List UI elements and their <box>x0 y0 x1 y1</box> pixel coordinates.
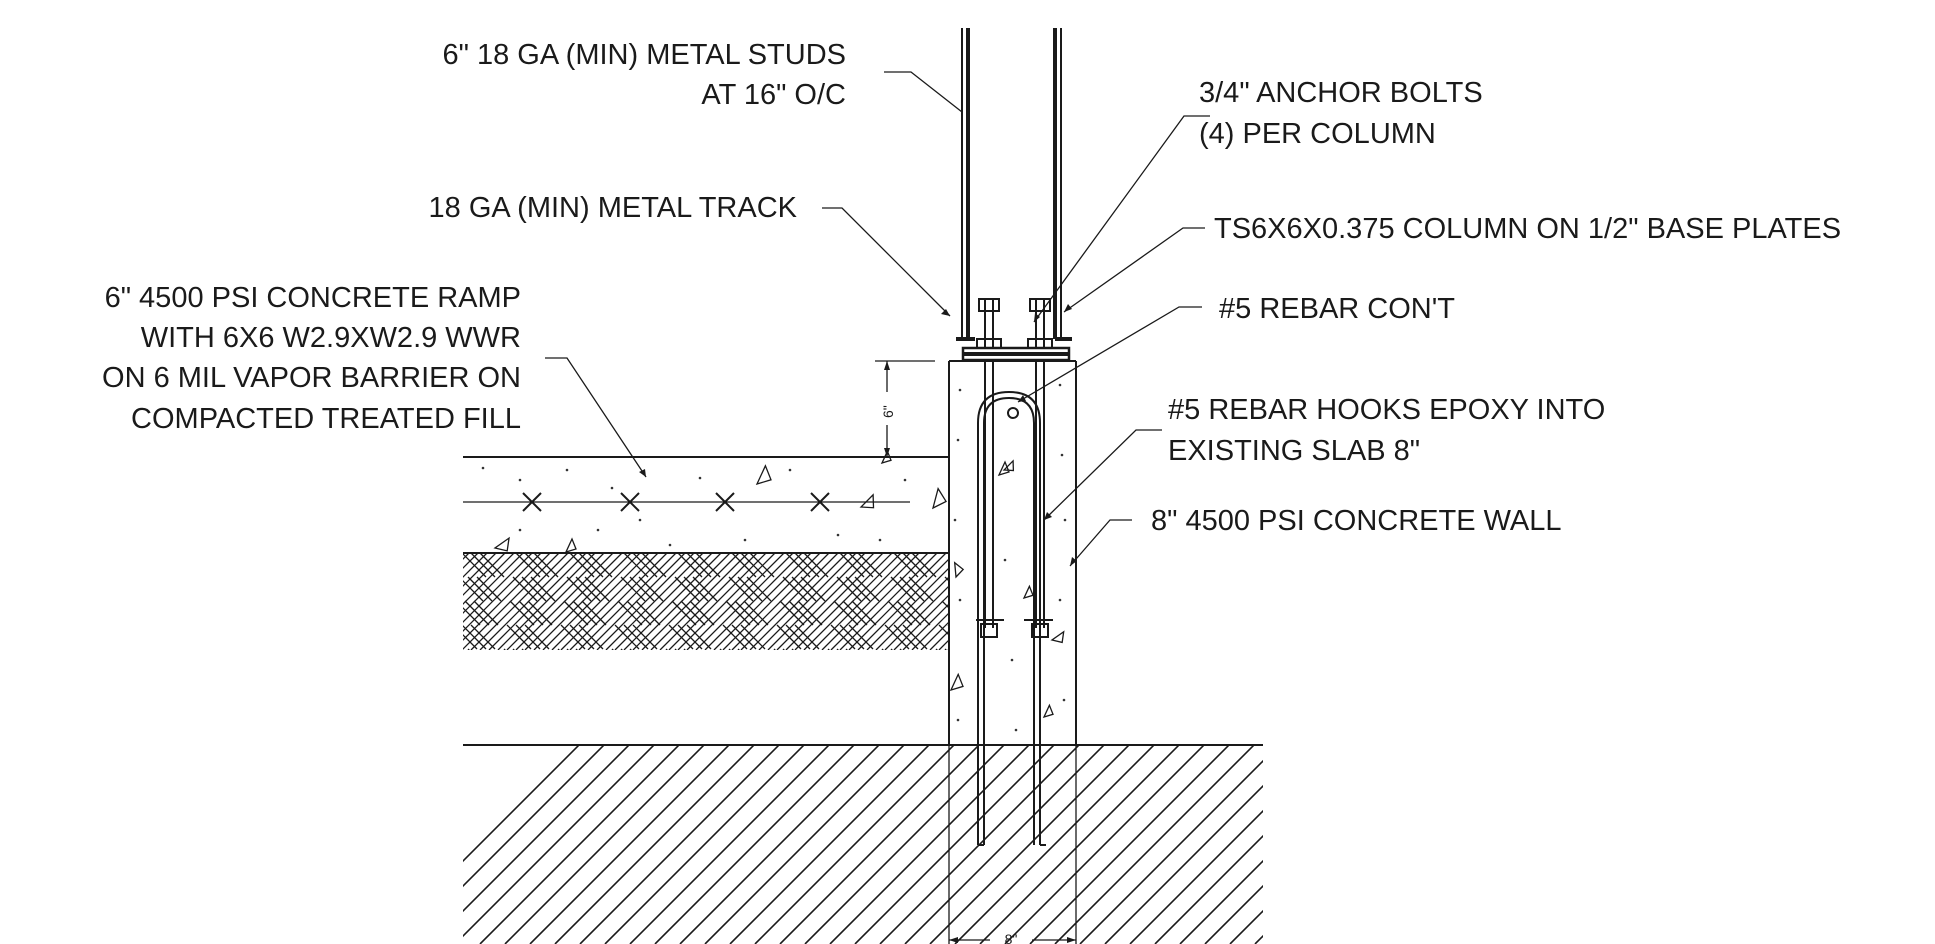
concrete-ramp-slab <box>463 449 949 554</box>
label-metal-studs-line2: AT 16" O/C <box>701 79 846 111</box>
label-anchor-bolts-line1: 3/4" ANCHOR BOLTS <box>1199 77 1483 109</box>
wwr-reinforcement <box>463 492 910 512</box>
callouts: 6" 18 GA (MIN) METAL STUDS AT 16" O/C 18… <box>102 39 1841 537</box>
label-rebar-hooks-line2: EXISTING SLAB 8" <box>1168 435 1420 467</box>
existing-soil <box>463 744 1263 944</box>
dimension-ramp-height-label: 6" <box>880 405 896 418</box>
leader-lines <box>545 71 1210 567</box>
label-ramp-line1: 6" 4500 PSI CONCRETE RAMP <box>105 282 521 314</box>
compacted-fill <box>463 553 949 650</box>
label-ramp-line2: WITH 6X6 W2.9XW2.9 WWR <box>141 322 521 354</box>
base-plate <box>961 346 1071 362</box>
label-metal-studs-line1: 6" 18 GA (MIN) METAL STUDS <box>443 39 846 71</box>
label-ramp-line3: ON 6 MIL VAPOR BARRIER ON <box>102 362 521 394</box>
label-anchor-bolts-line2: (4) PER COLUMN <box>1199 118 1436 150</box>
dimension-ramp-height: 6" <box>875 360 935 457</box>
rebar-continuous <box>1007 407 1019 419</box>
label-ramp-line4: COMPACTED TREATED FILL <box>131 403 521 435</box>
label-rebar-hooks-line1: #5 REBAR HOOKS EPOXY INTO <box>1168 394 1605 426</box>
label-metal-track: 18 GA (MIN) METAL TRACK <box>429 192 798 224</box>
label-concrete-wall: 8" 4500 PSI CONCRETE WALL <box>1151 505 1562 537</box>
dimension-wall-width-label: 8" <box>1005 931 1018 944</box>
metal-studs <box>961 28 1062 339</box>
dimension-wall-width: 8" <box>949 931 1076 944</box>
label-column: TS6X6X0.375 COLUMN ON 1/2" BASE PLATES <box>1214 213 1841 245</box>
label-rebar-cont: #5 REBAR CON'T <box>1219 293 1455 325</box>
